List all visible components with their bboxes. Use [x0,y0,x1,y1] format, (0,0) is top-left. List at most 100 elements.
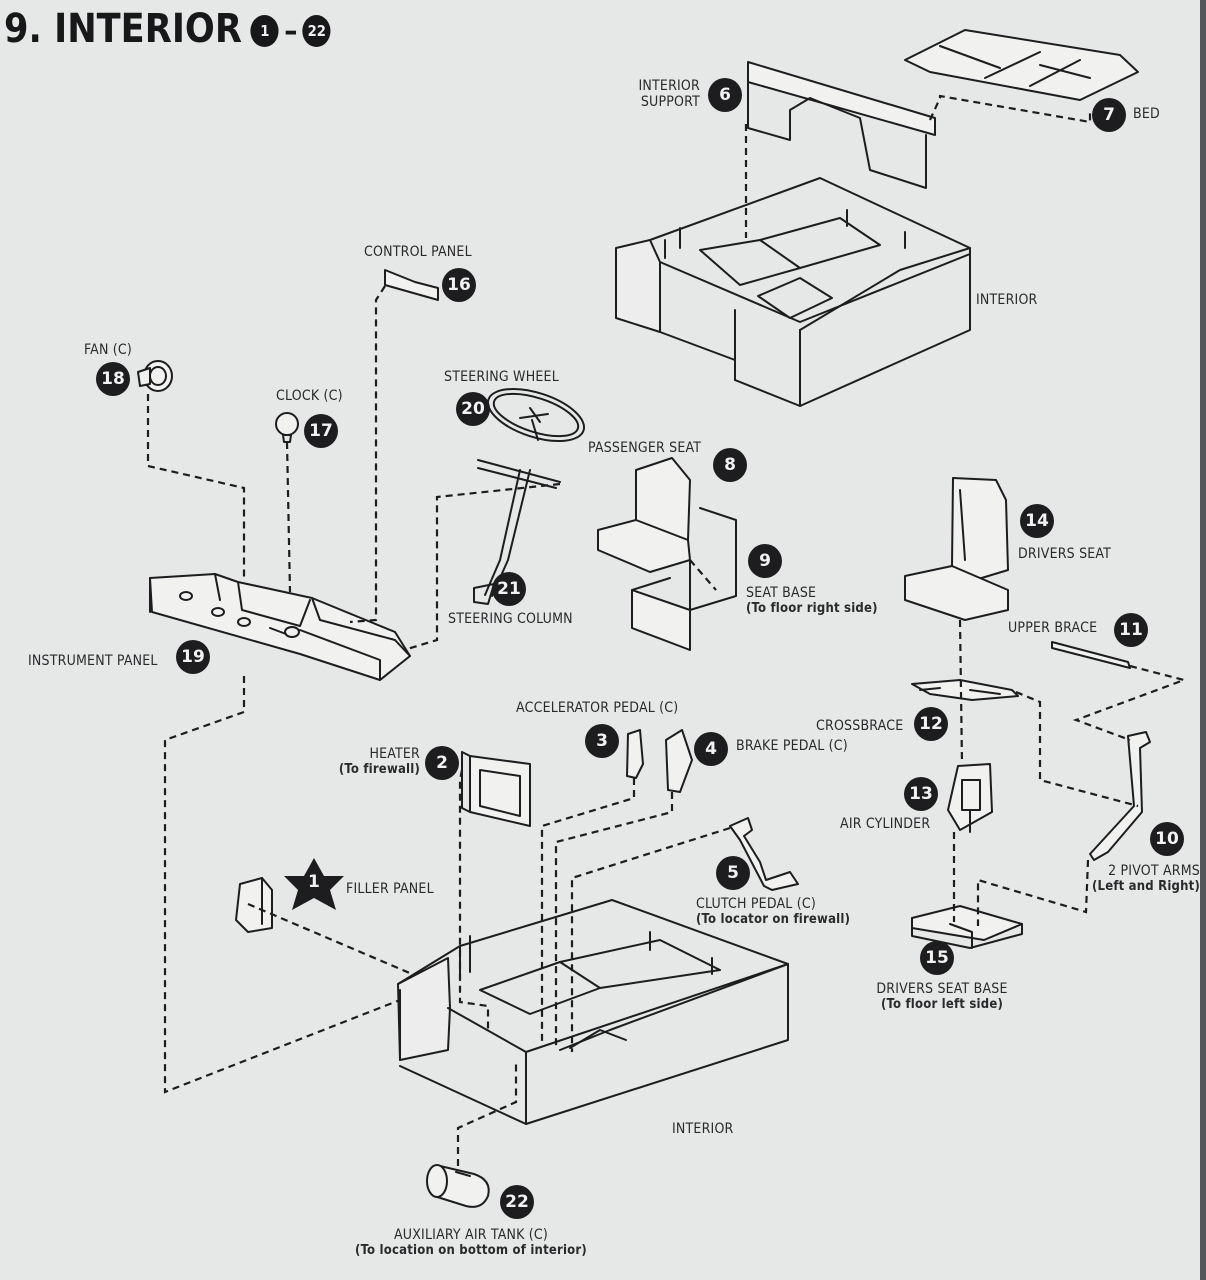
interior-tub-bottom [397,899,789,1125]
steering-wheel-part [486,387,586,443]
guide-line-22 [456,1062,518,1166]
part-number-14: 14 [1020,504,1054,538]
part-number-17: 17 [304,414,338,448]
part-number-11: 11 [1114,613,1148,647]
control-panel-part [384,269,439,301]
passenger-seat-part [597,457,737,651]
drivers-seat-base-part [911,905,1023,949]
label-interior-bottom: INTERIOR [672,1121,734,1137]
part-number-9: 9 [748,544,782,578]
interior-support-line1: INTERIOR [638,78,700,94]
interior-tub-top [615,177,971,407]
part-number-5: 5 [716,856,750,890]
part-number-3: 3 [585,724,619,758]
clutch-pedal-text: CLUTCH PEDAL (C) [696,896,816,912]
instrument-panel-part [149,573,411,681]
label-clutch-pedal: CLUTCH PEDAL (C) (To locator on firewall… [696,896,850,928]
guide-line-11 [1072,664,1188,742]
part-number-7: 7 [1092,98,1126,132]
fan-part [137,360,173,392]
bed-part [904,29,1139,101]
guide-line-14 [958,619,964,765]
page-edge [1200,0,1206,1280]
label-accelerator-pedal: ACCELERATOR PEDAL (C) [516,700,679,716]
part-number-18: 18 [96,362,130,396]
guide-line-19 [163,676,401,1094]
label-drivers-seat-base: DRIVERS SEAT BASE (To floor left side) [862,981,1022,1013]
label-fan: FAN (C) [84,342,133,358]
guide-line-8-9 [689,559,717,591]
interior-support-part [747,61,936,189]
interior-support-line2: SUPPORT [640,94,700,110]
part-number-19: 19 [176,640,210,674]
part-number-15: 15 [920,941,954,975]
guide-line-4 [554,792,674,1050]
seat-base-note: (To floor right side) [746,601,878,616]
part-number-16: 16 [442,268,476,302]
part-number-4: 4 [694,732,728,766]
label-crossbrace: CROSSBRACE [816,718,904,734]
label-aux-air-tank: AUXILIARY AIR TANK (C) (To location on b… [346,1227,596,1259]
part-number-10: 10 [1150,822,1184,856]
pivot-arms-note: (Left and Right) [1092,879,1200,894]
label-seat-base: SEAT BASE (To floor right side) [746,585,878,617]
step-title-text: 9. INTERIOR [4,6,242,52]
part-number-13: 13 [904,777,938,811]
label-instrument-panel: INSTRUMENT PANEL [28,653,158,669]
label-steering-column: STEERING COLUMN [448,611,573,627]
pivot-arms-text: 2 PIVOT ARMS [1108,863,1200,879]
label-filler-panel: FILLER PANEL [346,881,434,897]
pivot-arm-part [1089,731,1151,861]
part-number-22: 22 [500,1185,534,1219]
filler-panel-part [235,877,273,933]
part-number-2: 2 [425,746,459,780]
label-clock: CLOCK (C) [276,388,343,404]
part-number-20: 20 [456,392,490,426]
range-separator: – [284,13,298,49]
air-cylinder-part [947,763,993,833]
label-brake-pedal: BRAKE PEDAL (C) [736,738,848,754]
range-end-badge: 22 [302,15,331,47]
part-number-1: 1 [307,872,321,892]
heater-note: (To firewall) [338,762,420,777]
filler-panel-star-badge [284,858,344,910]
heater-part [461,751,531,827]
range-start-badge: 1 [250,15,279,47]
label-upper-brace: UPPER BRACE [1008,620,1098,636]
guide-line-5 [570,826,731,1052]
upper-brace-part [1051,641,1131,669]
guide-line-10 [976,859,1090,926]
drivers-seat-base-note: (To floor left side) [880,997,1003,1012]
guide-line-7 [928,94,1092,124]
drivers-seat-base-text: DRIVERS SEAT BASE [876,981,1008,997]
aux-air-tank-note: (To location on bottom of interior) [355,1243,587,1258]
label-bed: BED [1133,106,1160,122]
label-interior-top: INTERIOR [976,292,1038,308]
heater-text: HEATER [369,746,420,762]
aux-air-tank-text: AUXILIARY AIR TANK (C) [393,1227,549,1243]
guide-line-17 [285,441,292,593]
part-number-8: 8 [713,448,747,482]
label-steering-wheel: STEERING WHEEL [444,369,559,385]
guide-line-20 [403,482,561,652]
drivers-seat-part [904,477,1009,621]
label-control-panel: CONTROL PANEL [364,244,472,260]
part-range: 1–22 [250,13,331,49]
brake-pedal-part [665,729,693,793]
aux-air-tank-part [426,1164,490,1208]
label-drivers-seat: DRIVERS SEAT [1018,546,1112,562]
guide-line-12 [1015,690,1139,808]
seat-base-text: SEAT BASE [746,585,817,601]
label-heater: HEATER (To firewall) [330,746,420,778]
clutch-pedal-part [729,817,799,891]
accelerator-pedal-part [626,729,644,779]
label-air-cylinder: AIR CYLINDER [840,816,931,832]
guide-line-1 [247,902,413,976]
guide-line-18 [146,394,246,580]
part-number-12: 12 [914,707,948,741]
part-number-21: 21 [492,572,526,606]
label-pivot-arms: 2 PIVOT ARMS (Left and Right) [1080,863,1200,895]
